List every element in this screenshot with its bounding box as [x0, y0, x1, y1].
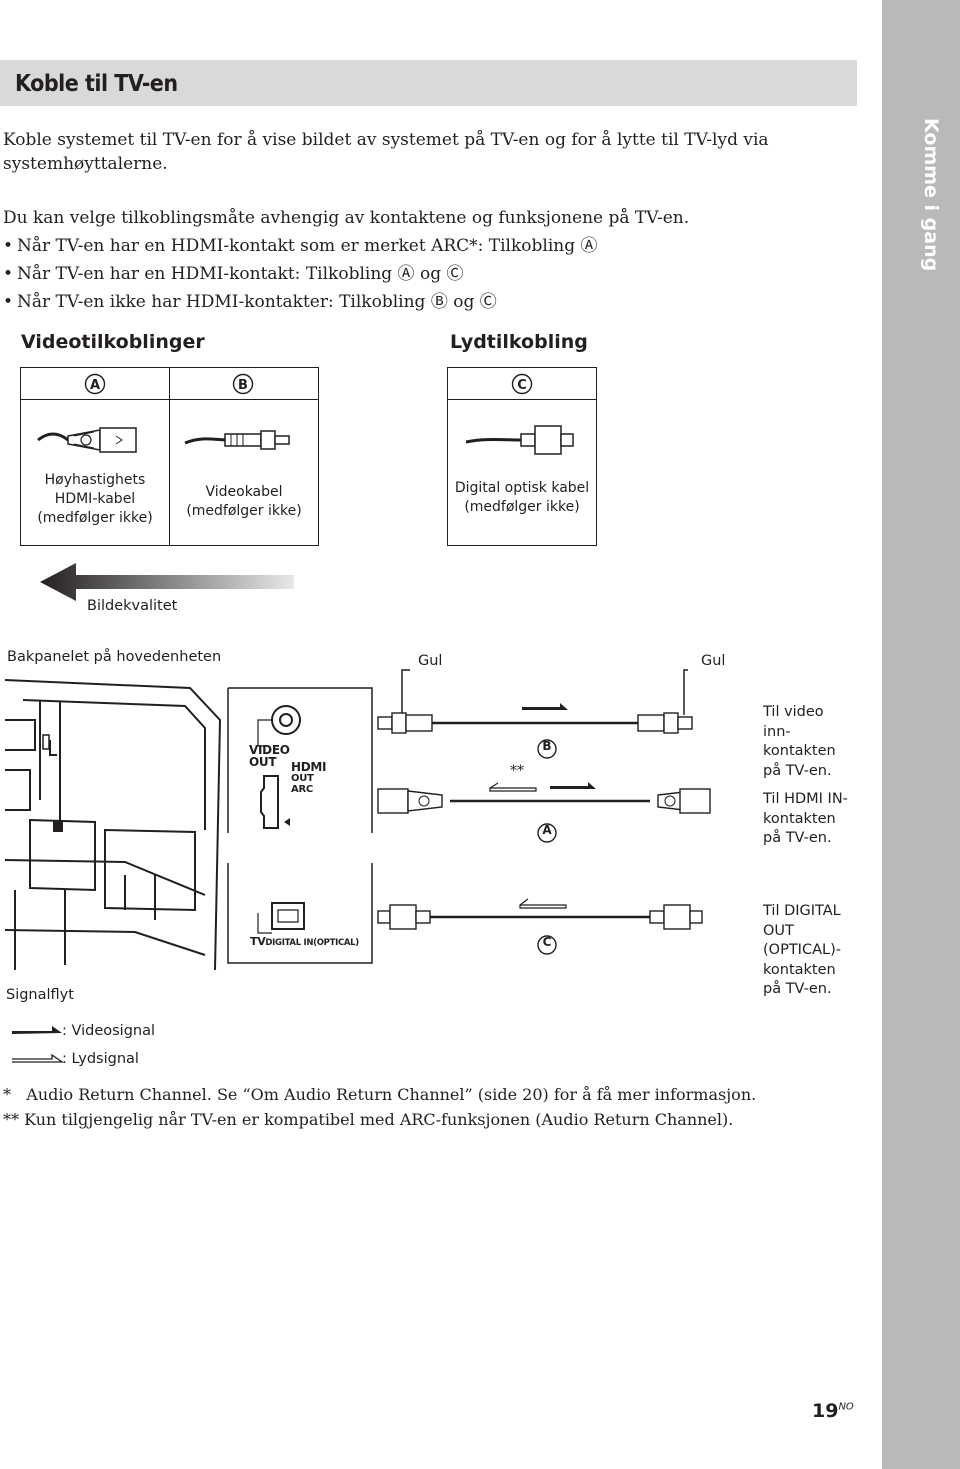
video-out-label-2: OUT — [249, 755, 277, 769]
hdmi-out-label-3: ARC — [291, 784, 313, 795]
hdmi-out-label-1: HDMI — [291, 760, 327, 774]
bullet-1: Når TV-en har en HDMI-kontakt som er mer… — [3, 234, 598, 258]
to-hdmi-2: kontakten — [763, 810, 836, 827]
to-digital-3: (OPTICAL)- — [763, 942, 841, 958]
to-video-1: Til video — [763, 704, 824, 720]
audio-connection-box — [447, 367, 597, 546]
video-cable-label-2: (medfølger ikke) — [186, 503, 302, 519]
bullet-3: Når TV-en ikke har HDMI-kontakter: Tilko… — [3, 290, 497, 314]
quality-label: Bildekvalitet — [87, 598, 178, 614]
legend-video: : Videosignal — [62, 1023, 156, 1039]
intro-line-1: Koble systemet til TV-en for å vise bild… — [3, 130, 769, 150]
page-number-value: 19 — [812, 1400, 839, 1422]
video-signal-arrow-icon — [12, 1026, 62, 1034]
diagram-letter-b: B — [542, 739, 552, 753]
circle-letter-a: A — [90, 378, 100, 393]
diagram-cables — [377, 669, 711, 955]
video-box-divider — [169, 367, 170, 546]
optical-label-2: (medfølger ikke) — [464, 499, 580, 515]
page-title: Koble til TV-en — [15, 71, 178, 97]
to-video-3: kontakten — [763, 743, 836, 759]
diagram-letter-c: C — [542, 935, 552, 949]
to-digital-4: kontakten — [763, 961, 836, 978]
footnote-1: * Audio Return Channel. Se “Om Audio Ret… — [3, 1085, 757, 1104]
video-section-heading: Videotilkoblinger — [21, 331, 205, 353]
legend-audio: : Lydsignal — [62, 1051, 139, 1067]
circle-letter-c: C — [517, 378, 527, 393]
quality-arrow-icon — [40, 563, 294, 601]
tv-label: TV — [250, 935, 266, 948]
audio-section-heading: Lydtilkobling — [450, 331, 588, 353]
to-hdmi-3: på TV-en. — [763, 830, 832, 846]
audio-box-header-divider — [447, 399, 597, 400]
page-number-suffix: NO — [838, 1401, 854, 1413]
hdmi-label-2: HDMI-kabel — [54, 491, 136, 507]
circle-letter-b: B — [238, 378, 248, 393]
video-out-label-1: VIDEO — [249, 743, 290, 757]
hdmi-cable-icon — [37, 427, 137, 453]
intro-line-2: systemhøyttalerne. — [3, 154, 168, 174]
circle-letter-c-icon: C — [511, 373, 533, 395]
to-video-2: inn- — [763, 723, 791, 740]
hdmi-label-3: (medfølger ikke) — [37, 510, 153, 526]
footnote-2: ** Kun tilgjengelig når TV-en er kompati… — [3, 1110, 734, 1129]
to-digital-1: Til DIGITAL — [763, 903, 841, 919]
bullet-2: Når TV-en har en HDMI-kontakt: Tilkoblin… — [3, 262, 463, 286]
page-number: 19NO — [812, 1400, 854, 1422]
yellow-label-1: Gul — [418, 653, 443, 669]
to-hdmi-1: Til HDMI IN- — [763, 791, 848, 807]
video-cable-label-1: Videokabel — [205, 484, 283, 500]
main-unit-back-panel — [4, 679, 222, 971]
optical-cable-icon — [465, 425, 574, 455]
to-video-4: på TV-en. — [763, 762, 832, 779]
digital-in-label: DIGITAL IN(OPTICAL) — [265, 938, 359, 948]
optical-label-1: Digital optisk kabel — [454, 480, 590, 496]
title-bar: Koble til TV-en — [0, 60, 857, 106]
video-cable-icon — [184, 430, 290, 450]
to-digital-5: på TV-en. — [763, 981, 832, 997]
audio-signal-arrow-icon — [12, 1053, 65, 1063]
signal-flow-label: Signalflyt — [6, 987, 74, 1003]
panel-label: Bakpanelet på hovedenheten — [7, 649, 222, 665]
circle-letter-b-icon: B — [232, 373, 254, 395]
intro-line-3: Du kan velge tilkoblingsmåte avhengig av… — [3, 208, 690, 228]
hdmi-out-label-2: OUT — [291, 773, 314, 784]
side-tab: Komme i gang — [882, 0, 960, 1469]
to-digital-2: OUT — [763, 922, 794, 939]
double-star-label: ** — [510, 763, 524, 779]
circle-letter-a-icon: A — [84, 373, 106, 395]
yellow-label-2: Gul — [701, 653, 726, 669]
hdmi-label-1: Høyhastighets — [44, 472, 146, 488]
diagram-letter-a: A — [542, 823, 552, 837]
side-tab-label: Komme i gang — [920, 118, 942, 272]
panel-detail-box — [227, 687, 373, 964]
video-box-header-divider — [20, 399, 319, 400]
